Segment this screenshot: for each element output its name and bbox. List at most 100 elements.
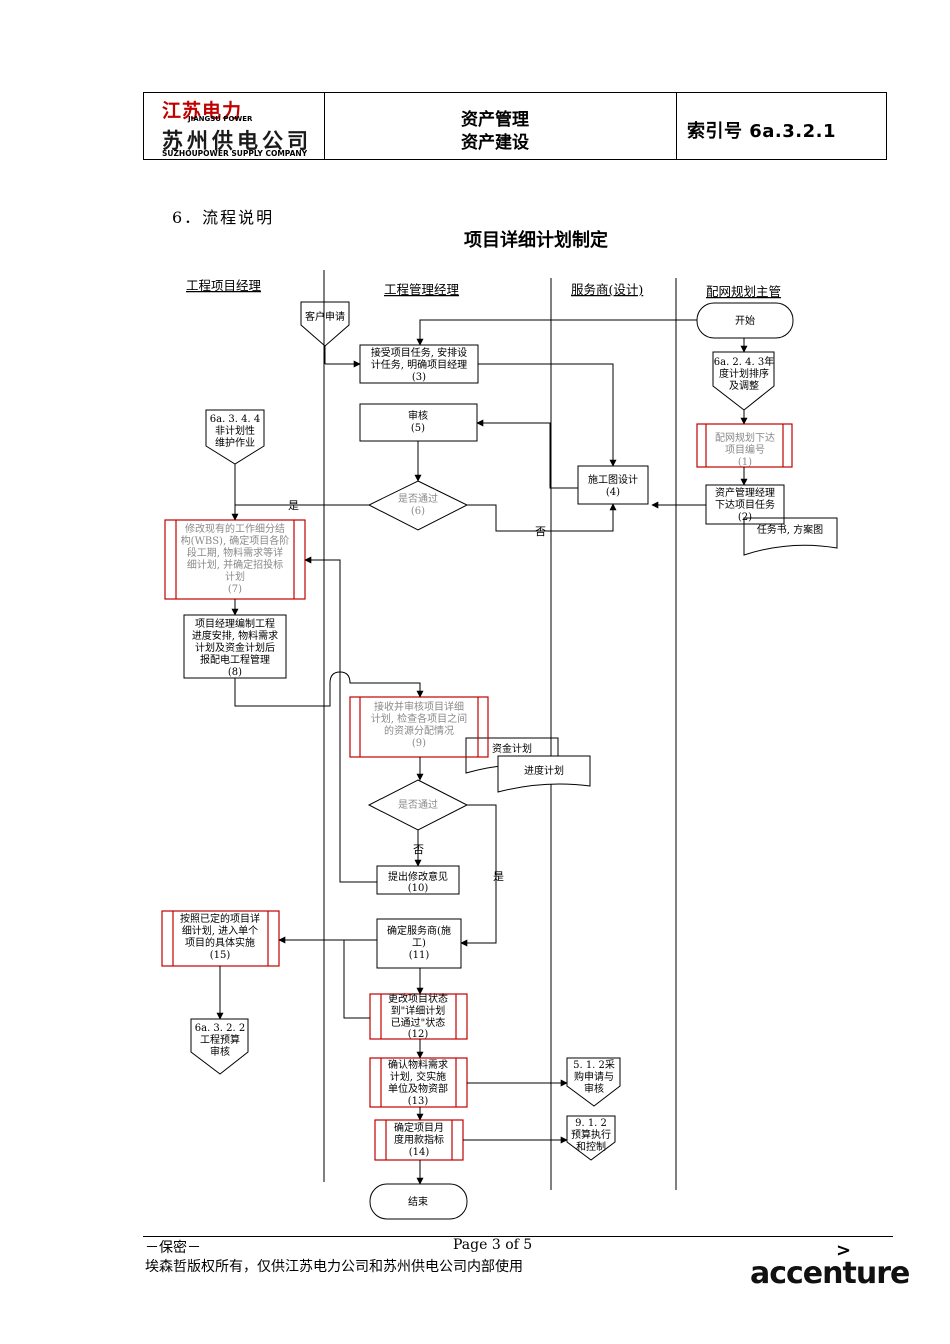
step11-line2: 工) xyxy=(412,938,426,949)
category-line2: 资产建设 xyxy=(461,133,529,153)
fund-doc-label: 资金计划 xyxy=(492,742,532,755)
step11-line1: 确定服务商(施 xyxy=(387,924,451,937)
step3-line1: 接受项目任务, 安排设 xyxy=(371,346,467,359)
step2-line2: 下达项目任务 xyxy=(715,498,775,511)
ref-6a344-line3: 维护作业 xyxy=(215,436,255,449)
step15-line2: 细计划, 进入单个 xyxy=(182,924,258,937)
ref-6a243-line1: 6a. 2. 4. 3年 xyxy=(714,355,774,368)
lane-header-project-manager: 工程项目经理 xyxy=(186,278,262,293)
logo-company-name-en: SUZHOUPOWER SUPPLY COMPANY xyxy=(162,149,308,158)
logo-cell: 江苏电力 JIANGSU POWER 苏州供电公司 SUZHOUPOWER SU… xyxy=(144,93,325,159)
connector-step10-step7 xyxy=(304,556,377,883)
ref-6a322-line3: 审核 xyxy=(210,1045,230,1058)
step12-line3: 已通过"状态 xyxy=(391,1016,446,1029)
step13-line3: 单位及物资部 xyxy=(388,1082,448,1095)
step12-line1: 更改项目状态 xyxy=(388,992,448,1005)
step8-line4: 报配电工程管理 xyxy=(200,653,270,666)
customer-request-shape xyxy=(300,301,350,347)
footer-divider xyxy=(143,1236,893,1237)
step12-line2: 到"详细计划 xyxy=(391,1004,446,1017)
step7-line2: 构(WBS), 确定项目各阶 xyxy=(181,534,290,547)
step2-line3: (2) xyxy=(738,512,752,523)
decision6-shape xyxy=(367,480,469,531)
ref-512-line2: 购申请与 xyxy=(574,1070,614,1083)
ref-6a322-shape xyxy=(190,1018,249,1075)
step7-line1: 修改现有的工作细分结 xyxy=(185,522,285,535)
ref-6a322-line2: 工程预算 xyxy=(200,1033,240,1046)
step13-line1: 确认物料需求 xyxy=(388,1058,448,1071)
step2-line1: 资产管理经理 xyxy=(715,486,775,499)
ref-912-line2: 预算执行 xyxy=(571,1128,611,1141)
connector-step12-left xyxy=(343,940,370,1019)
step8-line1: 项目经理编制工程 xyxy=(195,617,275,630)
step4-line2: (4) xyxy=(606,487,620,498)
step13-line2: 计划, 交实施 xyxy=(390,1070,446,1083)
index-cell: 索引号 6a.3.2.1 xyxy=(677,93,886,159)
ref-912-line3: 和控制 xyxy=(576,1140,606,1153)
step7-line5: 计划 xyxy=(225,570,245,583)
ref-6a344-line2: 非计划性 xyxy=(215,424,255,437)
step7-line6: (7) xyxy=(228,584,242,595)
step13-line4: (13) xyxy=(408,1096,429,1107)
step14-line3: (14) xyxy=(409,1147,430,1158)
connector-decision2-yes xyxy=(460,804,497,947)
index-number: 索引号 6a.3.2.1 xyxy=(687,121,837,142)
step5-line2: (5) xyxy=(411,423,425,434)
step10-line2: (10) xyxy=(408,883,429,894)
lane-header-engineering-manager: 工程管理经理 xyxy=(384,282,460,297)
schedule-doc-shape xyxy=(497,755,591,793)
step4-line1: 施工图设计 xyxy=(588,473,638,486)
connector-decision6-yes xyxy=(231,504,369,521)
step9-line2: 计划, 检查各项目之间 xyxy=(371,712,467,725)
copyright-notice: 埃森哲版权所有，仅供江苏电力公司和苏州供电公司内部使用 xyxy=(145,1259,523,1275)
ref-6a243-shape xyxy=(712,351,775,411)
step1-line3: (1) xyxy=(738,457,752,468)
task-doc-label: 任务书, 方案图 xyxy=(757,523,823,536)
decision6-line2: (6) xyxy=(411,506,425,517)
accenture-logo: accenture xyxy=(750,1256,910,1291)
ref-6a243-line3: 及调整 xyxy=(729,379,759,392)
ref-912-line1: 9. 1. 2 xyxy=(575,1118,607,1129)
step1-line1: 配网规划下达 xyxy=(715,431,775,444)
ref-512-line3: 审核 xyxy=(584,1082,604,1095)
task-doc-shape xyxy=(743,517,838,556)
category-line1: 资产管理 xyxy=(461,110,529,130)
ref-6a344-shape xyxy=(205,409,265,465)
lane-header-design-vendor: 服务商(设计) xyxy=(571,282,643,297)
lane-header-planning-supervisor: 配网规划主管 xyxy=(706,284,781,299)
ref-6a344-line1: 6a. 3. 4. 4 xyxy=(210,414,260,425)
connector-step3-step4 xyxy=(478,363,617,467)
step8-line5: (8) xyxy=(228,667,242,678)
step12-line4: (12) xyxy=(408,1029,429,1040)
customer-request-label: 客户申请 xyxy=(305,310,345,323)
connector-decision6-no xyxy=(467,503,617,532)
no-label-decision2: 否 xyxy=(413,843,424,856)
category-cell: 资产管理 资产建设 xyxy=(325,93,677,159)
start-label: 开始 xyxy=(735,314,755,327)
step10-line1: 提出修改意见 xyxy=(388,870,448,883)
step15-line1: 按照已定的项目详 xyxy=(180,912,260,925)
company-logo: 江苏电力 xyxy=(162,100,243,122)
step5-line1: 审核 xyxy=(408,409,428,422)
diagram-title: 项目详细计划制定 xyxy=(464,230,608,251)
step8-line2: 进度安排, 物料需求 xyxy=(192,629,278,642)
ref-6a243-line2: 度计划排序 xyxy=(719,367,769,380)
confidential-label: －保密－ xyxy=(145,1240,201,1256)
yes-label-decision6: 是 xyxy=(288,499,299,512)
decision6-line1: 是否通过 xyxy=(398,492,438,505)
step14-line2: 度用款指标 xyxy=(394,1133,444,1146)
step1-line2: 项目编号 xyxy=(725,443,765,456)
step9-line4: (9) xyxy=(412,738,426,749)
step9-line1: 接收并审核项目详细 xyxy=(374,700,464,713)
end-label: 结束 xyxy=(408,1195,428,1208)
page-number: Page 3 of 5 xyxy=(453,1237,533,1253)
yes-label-decision2: 是 xyxy=(493,870,504,883)
step15-line3: 项目的具体实施 xyxy=(185,936,255,949)
connector-start-step3 xyxy=(416,319,697,346)
step8-line3: 计划及资金计划后 xyxy=(195,641,275,654)
step15-line4: (15) xyxy=(210,950,231,961)
no-label-decision6: 否 xyxy=(535,525,546,538)
lane-dividers xyxy=(323,270,677,1190)
accenture-logo-mark: > xyxy=(836,1240,852,1261)
step14-line1: 确定项目月 xyxy=(394,1121,444,1134)
